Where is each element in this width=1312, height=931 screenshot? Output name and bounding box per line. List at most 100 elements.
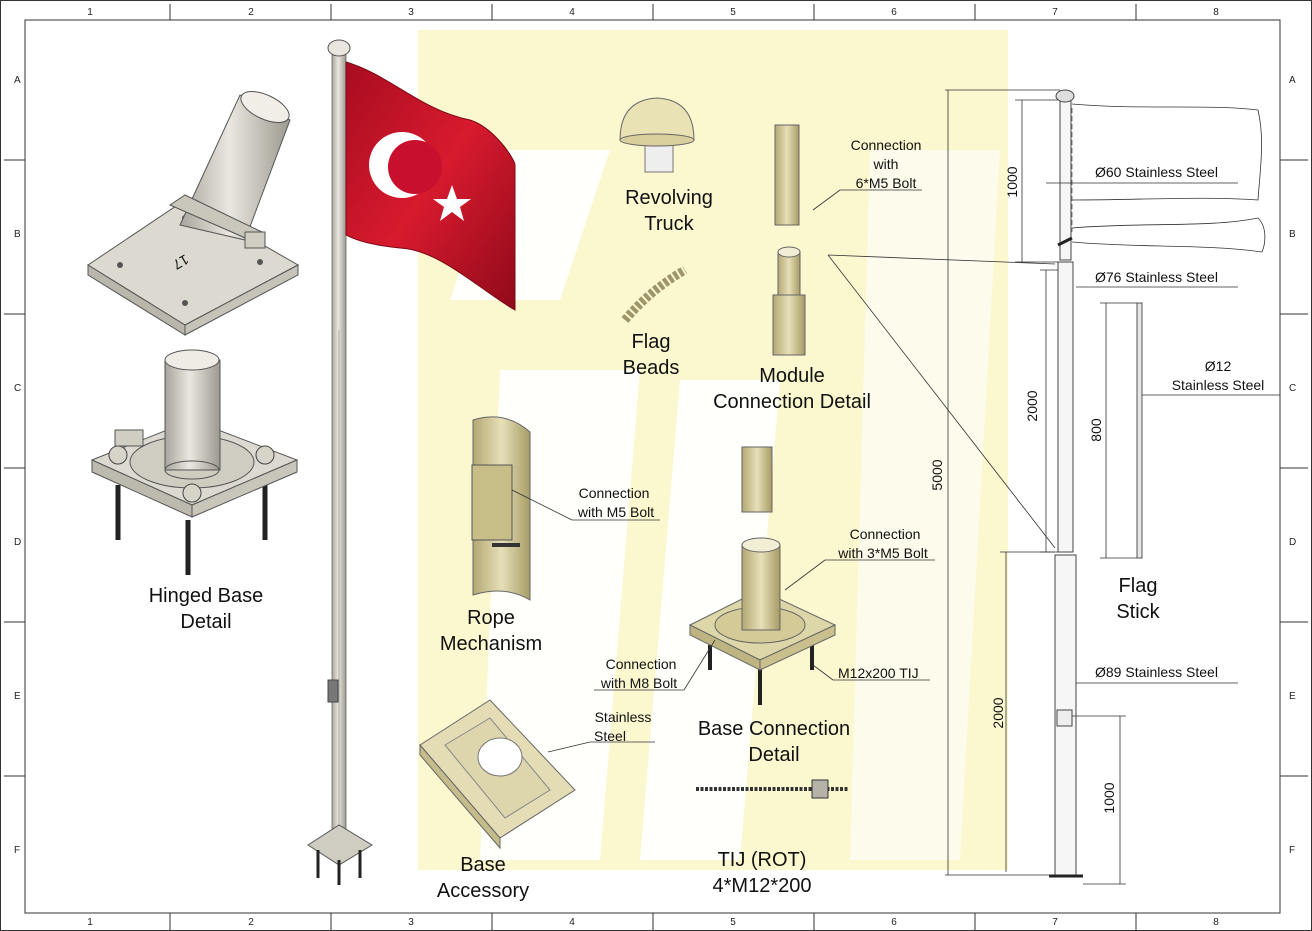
dim-d12-line1: Ø12 [1205, 358, 1232, 374]
frame-row-label: A [14, 75, 21, 86]
frame-column-label: 3 [408, 917, 414, 928]
flag-stick-drawing [1136, 302, 1143, 559]
callout-3m5-line2: with 3*M5 Bolt [837, 545, 928, 561]
frame-row-label: F [14, 845, 20, 856]
frame-ticks [4, 4, 1308, 931]
module-connection-label-line1: Module [759, 365, 825, 387]
dim-bottom-1000: 1000 [1101, 782, 1117, 813]
dim-d89: Ø89 Stainless Steel [1095, 664, 1218, 680]
tij-label-line2: 4*M12*200 [713, 875, 812, 897]
frame-row-label: D [1289, 537, 1296, 548]
module-connection-label-line2: Connection Detail [713, 391, 871, 413]
frame-row-label: B [14, 229, 21, 240]
module-connection-drawing [772, 124, 806, 356]
flag-stick-label-line1: Flag [1119, 575, 1158, 597]
frame-row-label: E [14, 691, 21, 702]
base-connection-drawing [688, 446, 837, 705]
callout-m5: Connection with M5 Bolt [511, 485, 660, 521]
frame-column-label: 7 [1052, 917, 1058, 928]
frame-column-label: 4 [569, 7, 575, 18]
callout-m5-line2: with M5 Bolt [577, 504, 654, 520]
rope-mechanism-label-line1: Rope [467, 607, 515, 629]
base-plate-mark: 17 [170, 251, 192, 273]
frame-row-label: C [14, 383, 21, 394]
hinged-base-label-line2: Detail [180, 611, 231, 633]
dimension-text: Ø60 Stainless Steel Ø76 Stainless Steel … [929, 164, 1264, 814]
hinged-base-detail-drawing [90, 349, 299, 575]
frame-column-label: 8 [1213, 917, 1219, 928]
base-accessory-label: Base Accessory [437, 854, 529, 902]
flag-beads-label: Flag Beads [623, 331, 680, 379]
flag-stick-label-line2: Stick [1116, 601, 1160, 623]
dim-d60: Ø60 Stainless Steel [1095, 164, 1218, 180]
flag-beads-drawing [621, 266, 688, 323]
rope-mechanism-drawing [471, 416, 531, 601]
revolving-truck-drawing [619, 97, 695, 173]
base-accessory-label-line1: Base [460, 854, 506, 876]
dim-top-1000: 1000 [1004, 166, 1020, 197]
base-connection-label: Base Connection Detail [698, 718, 850, 766]
frame-row-label: E [1289, 691, 1296, 702]
frame-column-label: 8 [1213, 7, 1219, 18]
frame-column-label: 1 [87, 7, 93, 18]
dim-d12-line2: Stainless Steel [1172, 377, 1265, 393]
tij-label-line1: TIJ (ROT) [718, 849, 807, 871]
rope-mechanism-label-line2: Mechanism [440, 633, 542, 655]
frame-row-label: B [1289, 229, 1296, 240]
callout-6m5-line2: with [873, 156, 899, 172]
revolving-truck-label: Revolving Truck [625, 187, 713, 235]
flagpole-drawing [307, 39, 516, 885]
module-connection-label: Module Connection Detail [713, 365, 871, 413]
tij-rod-drawing [696, 779, 848, 799]
frame-row-label: A [1289, 75, 1296, 86]
callout-stainless: Stainless Steel [547, 709, 655, 753]
pole-elevation-drawing [827, 89, 1266, 878]
hinged-base-label: Hinged Base Detail [149, 585, 264, 633]
callout-6m5-line1: Connection [851, 137, 922, 153]
rope-mechanism-label: Rope Mechanism [440, 607, 542, 655]
frame-row-label: C [1289, 383, 1296, 394]
dim-mid-2000: 2000 [1024, 390, 1040, 421]
flag-beads-label-line2: Beads [623, 357, 680, 379]
dim-low-2000: 2000 [990, 697, 1006, 728]
revolving-truck-label-line1: Revolving [625, 187, 713, 209]
flag-beads-label-line1: Flag [632, 331, 671, 353]
callout-m8: Connection with M8 Bolt [594, 639, 716, 691]
callout-m8-line2: with M8 Bolt [600, 675, 677, 691]
base-accessory-label-line2: Accessory [437, 880, 529, 902]
callout-stainless-line1: Stainless [595, 709, 652, 725]
frame-column-label: 1 [87, 917, 93, 928]
callout-m8-line1: Connection [606, 656, 677, 672]
dim-total: 5000 [929, 459, 945, 490]
dim-stick-800: 800 [1088, 418, 1104, 442]
callout-m12-tij: M12x200 TIJ [812, 664, 930, 681]
callout-stainless-line2: Steel [594, 728, 626, 744]
tij-label: TIJ (ROT) 4*M12*200 [713, 849, 812, 897]
frame-row-label: F [1289, 845, 1295, 856]
callout-m12-tij-text: M12x200 TIJ [838, 665, 919, 681]
callout-6m5: Connection with 6*M5 Bolt [812, 137, 922, 211]
flag-stick-label: Flag Stick [1116, 575, 1160, 623]
frame-column-label: 6 [891, 7, 897, 18]
frame-row-label: D [14, 537, 21, 548]
revolving-truck-label-line2: Truck [644, 213, 694, 235]
frame-column-label: 3 [408, 7, 414, 18]
hinged-base-label-line1: Hinged Base [149, 585, 264, 607]
callout-3m5-line1: Connection [850, 526, 921, 542]
base-connection-label-line1: Base Connection [698, 718, 850, 740]
callout-6m5-line3: 6*M5 Bolt [856, 175, 917, 191]
dimension-lines [945, 89, 1280, 885]
base-connection-label-line2: Detail [748, 744, 799, 766]
frame-column-label: 5 [730, 7, 736, 18]
callout-3m5: Connection with 3*M5 Bolt [784, 526, 935, 591]
dim-d76: Ø76 Stainless Steel [1095, 269, 1218, 285]
frame-column-label: 2 [248, 7, 254, 18]
frame-column-label: 4 [569, 917, 575, 928]
frame-column-label: 5 [730, 917, 736, 928]
frame-column-label: 2 [248, 917, 254, 928]
frame-column-label: 6 [891, 917, 897, 928]
callout-m5-line1: Connection [579, 485, 650, 501]
base-accessory-drawing [419, 699, 576, 850]
